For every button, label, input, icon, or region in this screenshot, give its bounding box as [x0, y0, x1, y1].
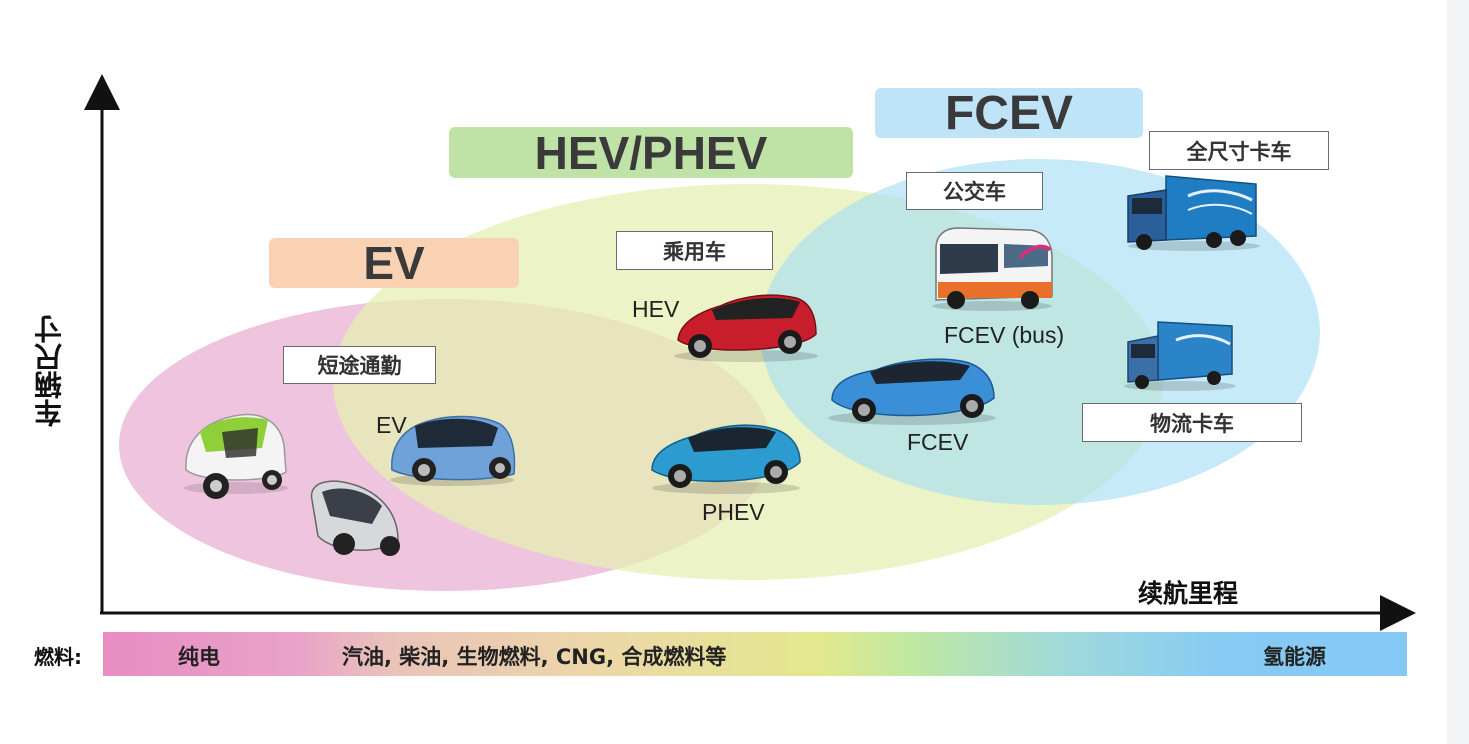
fcev-vehicle-label: FCEV	[907, 429, 969, 455]
fcev-banner: FCEV	[875, 87, 1143, 140]
logistics-truck-label: 物流卡车	[1082, 403, 1302, 442]
fuel-electric-text: 纯电	[178, 645, 220, 669]
hev-car-icon	[674, 294, 818, 362]
truck-icon	[1124, 321, 1236, 391]
commute-label: 短途通勤	[283, 346, 436, 384]
hev-vehicle-label: HEV	[632, 296, 680, 322]
bus-icon	[932, 227, 1053, 311]
passenger-car-label: 乘用车	[616, 231, 773, 270]
fcev-car-icon	[828, 358, 996, 425]
y-axis-title: 车辆尺寸	[33, 315, 66, 427]
truck-icon	[1127, 175, 1260, 251]
ev-vehicle-label: EV	[376, 412, 407, 438]
fuel-hydrogen-text: 氢能源	[1263, 645, 1326, 669]
compact-ev-icon	[390, 415, 516, 486]
fuel-liquid-text: 汽油, 柴油, 生物燃料, CNG, 合成燃料等	[342, 645, 727, 669]
side-strip	[1447, 0, 1469, 744]
ev-banner: EV	[269, 237, 519, 289]
full-size-truck-label: 全尺寸卡车	[1149, 131, 1329, 170]
bus-label: 公交车	[906, 172, 1043, 210]
fuel-gradient-bar	[103, 632, 1407, 676]
fcev-bus-vehicle-label: FCEV (bus)	[944, 322, 1065, 348]
hev-phev-banner: HEV/PHEV	[449, 127, 853, 179]
phev-vehicle-label: PHEV	[702, 499, 765, 525]
three-wheel-ev-icon	[310, 480, 400, 556]
micro-ev-icon	[184, 413, 288, 499]
phev-car-icon	[651, 424, 801, 494]
x-axis-title: 续航里程	[1138, 579, 1239, 608]
fuel-label: 燃料:	[34, 645, 82, 669]
